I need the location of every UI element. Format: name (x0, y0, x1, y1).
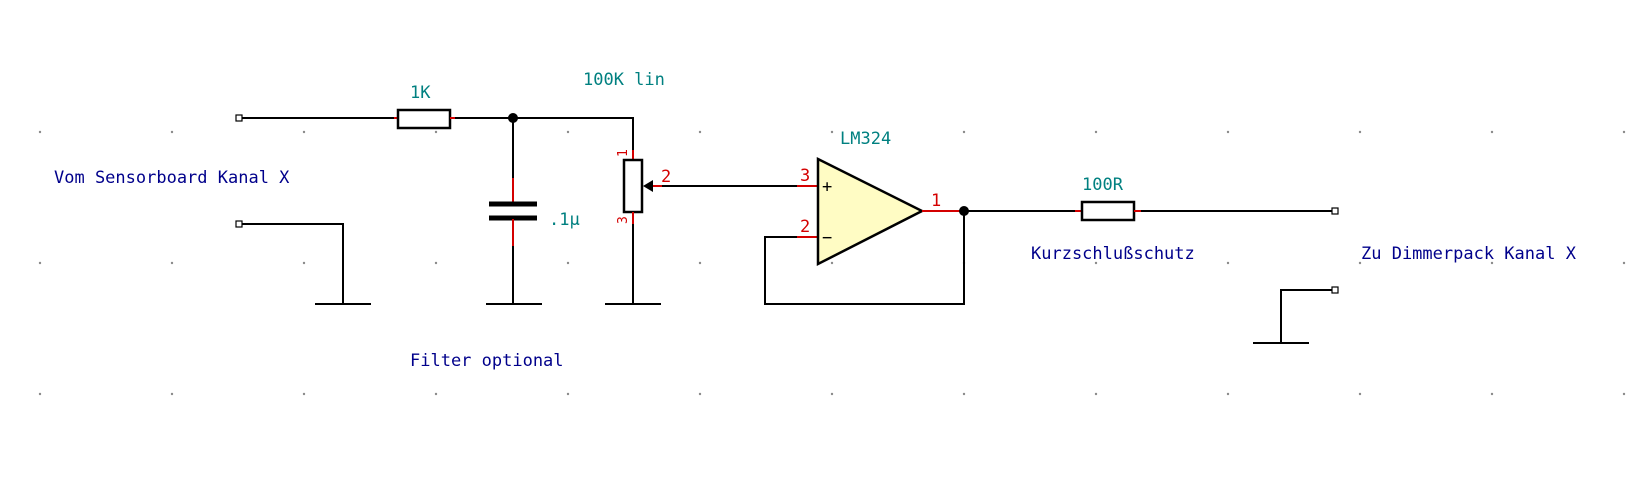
resistor-r1[interactable] (242, 108, 455, 130)
grid-dot (1490, 261, 1494, 265)
grid-dot (170, 392, 174, 396)
grid-dot (1622, 261, 1626, 265)
grid-dot (1226, 130, 1230, 134)
grid-dot (434, 130, 438, 134)
opamp-minus-sign: − (822, 228, 832, 248)
grid-dot (302, 392, 306, 396)
grid-dot (434, 261, 438, 265)
input-connector (235, 114, 371, 305)
pot-pin-wiper-num: 2 (661, 167, 671, 187)
grid-dot (302, 130, 306, 134)
grid-dot (38, 261, 42, 265)
grid-dot (38, 392, 42, 396)
input-label: Vom Sensorboard Kanal X (54, 168, 290, 188)
pot-wiper-arrow (643, 180, 653, 192)
grid-dot (38, 130, 42, 134)
grid-dot (1490, 392, 1494, 396)
grid-dot (698, 130, 702, 134)
c1-value: .1µ (549, 210, 580, 230)
grid-dot (1358, 392, 1362, 396)
output-pin-bottom[interactable] (1331, 286, 1339, 294)
grid-dot (1358, 261, 1362, 265)
filter-label: Filter optional (410, 351, 564, 371)
grid-dot (302, 261, 306, 265)
grid-dot (1226, 261, 1230, 265)
grid-dot (1094, 392, 1098, 396)
opamp-pin-inv-num: 2 (800, 217, 810, 237)
output-label: Zu Dimmerpack Kanal X (1361, 244, 1577, 264)
grid-dot (1094, 130, 1098, 134)
grid-dot (1622, 130, 1626, 134)
output-ground-wire (1280, 289, 1332, 343)
resistor-r2[interactable] (964, 200, 1332, 222)
pot-pin-bottom-num: 3 (616, 216, 631, 224)
r1-value: 1K (410, 83, 431, 103)
r2-body (1080, 200, 1136, 222)
grid-dot (830, 261, 834, 265)
feedback-wire (764, 211, 965, 305)
grid-dot (434, 392, 438, 396)
opamp-triangle (816, 156, 925, 267)
grid-dot (698, 261, 702, 265)
grid-dot (1622, 392, 1626, 396)
grid-dot (1094, 261, 1098, 265)
pot-pin-top-num: 1 (616, 149, 631, 157)
opamp-pin-noninv-num: 3 (800, 166, 810, 186)
grid-dot (566, 392, 570, 396)
protection-label: Kurzschlußschutz (1031, 244, 1195, 264)
output-connector (1253, 207, 1339, 344)
grid-dot (170, 130, 174, 134)
potentiometer[interactable] (605, 150, 662, 305)
capacitor-c1[interactable] (486, 118, 542, 305)
opamp-lm324[interactable]: + − (797, 156, 964, 267)
output-pin-top[interactable] (1331, 207, 1339, 215)
grid-dot (170, 261, 174, 265)
grid-dot (566, 130, 570, 134)
r1-body (396, 108, 452, 130)
pot-value: 100K lin (583, 70, 665, 90)
grid-dot (830, 392, 834, 396)
grid-dot (698, 392, 702, 396)
grid-dot (1226, 392, 1230, 396)
grid-dot (962, 130, 966, 134)
opamp-pin-out-num: 1 (931, 191, 941, 211)
input-pin-top[interactable] (235, 114, 243, 122)
opamp-value: LM324 (840, 129, 891, 149)
grid-dot (962, 392, 966, 396)
grid-points (38, 130, 1626, 396)
grid-dot (566, 261, 570, 265)
grid-dot (830, 130, 834, 134)
opamp-plus-sign: + (822, 177, 832, 197)
r2-value: 100R (1082, 175, 1124, 195)
grid-dot (1490, 130, 1494, 134)
grid-dot (1358, 130, 1362, 134)
pot-body (622, 158, 644, 214)
input-pin-bottom[interactable] (235, 220, 243, 228)
wire-r1-pot (455, 117, 634, 150)
input-ground-wire (242, 223, 344, 304)
